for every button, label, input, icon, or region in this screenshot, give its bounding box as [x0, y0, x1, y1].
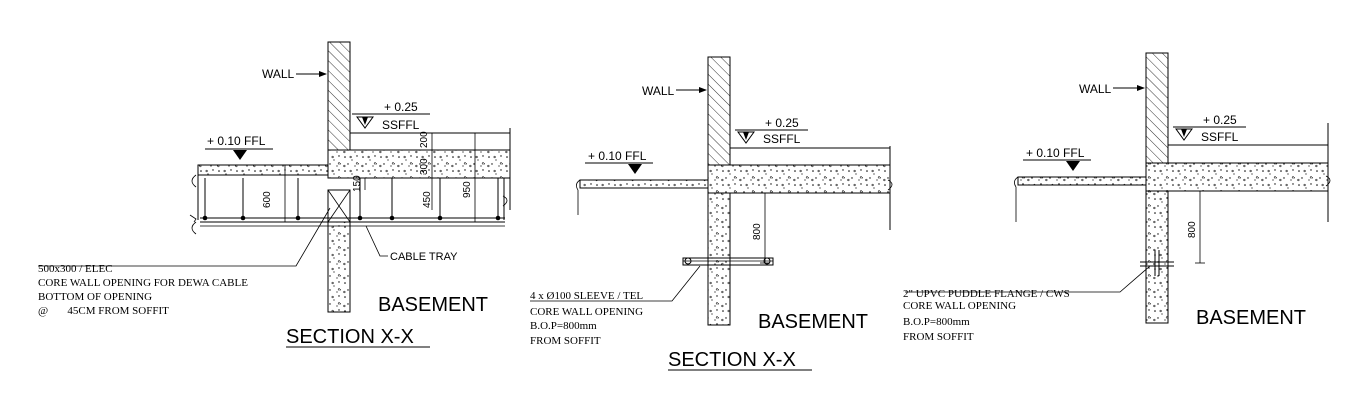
ssffl-level: + 0.25: [1203, 113, 1237, 127]
note-line-4: @ 45CM FROM SOFFIT: [38, 305, 169, 317]
slab-left: [1017, 176, 1147, 186]
dim-300: 300: [419, 158, 430, 175]
note-line-1: 2" UPVC PUDDLE FLANGE / CWS: [903, 288, 1070, 300]
ssffl-level: + 0.25: [384, 100, 418, 114]
basement-label: BASEMENT: [1196, 307, 1306, 329]
dim-600: 600: [262, 191, 273, 208]
ffl-label: + 0.10 FFL: [207, 134, 266, 148]
ssffl-level: + 0.25: [765, 116, 799, 130]
dim-950: 950: [462, 181, 473, 198]
cable-tray-grid: [197, 175, 505, 227]
sleeve: [682, 257, 774, 266]
dim-450: 450: [422, 191, 433, 208]
note-line-4: FROM SOFFIT: [530, 335, 601, 347]
dim-200: 200: [419, 131, 430, 148]
note-line-2: CORE WALL OPENING: [530, 306, 643, 318]
wall-concrete-lower: [1145, 190, 1169, 324]
basement-label: BASEMENT: [758, 311, 868, 333]
wall-label: WALL: [1079, 82, 1112, 96]
section-title: SECTION X-X: [668, 349, 796, 371]
slab-left: [579, 179, 709, 189]
puddle-flange: [1140, 250, 1174, 276]
note-line-3: BOTTOM OF OPENING: [38, 291, 152, 303]
section-title: SECTION X-X: [286, 326, 414, 348]
dim-150: 150: [352, 175, 363, 192]
slab-concrete: [707, 164, 891, 194]
wall-hatched-upper: [327, 41, 351, 151]
section-1: WALL + 0.10 FFL + 0.25 SSFFL 200 300 150…: [38, 41, 511, 348]
note-line-1: 500x300 / ELEC: [38, 263, 113, 275]
ssffl-label: SSFFL: [763, 132, 801, 146]
dim-800: 800: [752, 223, 763, 240]
wall-label: WALL: [642, 84, 675, 98]
wall-hatched-upper: [1145, 52, 1169, 164]
note-line-2: CORE WALL OPENING FOR DEWA CABLE: [38, 277, 248, 289]
section-2: WALL + 0.10 FFL + 0.25 SSFFL 800 4 x Ø10…: [530, 56, 893, 371]
ffl-label: + 0.10 FFL: [588, 149, 647, 163]
dimension-lines: 200 300 150 600 450 950: [262, 131, 476, 222]
note-line-3: B.O.P=800mm: [530, 320, 597, 332]
note-line-2: CORE WALL OPENING: [903, 300, 1016, 312]
ssffl-label: SSFFL: [382, 118, 420, 132]
ffl-label: + 0.10 FFL: [1026, 146, 1085, 160]
ssffl-label: SSFFL: [1201, 130, 1239, 144]
dim-800: 800: [1187, 221, 1198, 238]
basement-label: BASEMENT: [378, 294, 488, 316]
note-line-4: FROM SOFFIT: [903, 331, 974, 343]
wall-hatched-upper: [707, 56, 731, 166]
slab-concrete: [327, 149, 511, 179]
wall-label: WALL: [262, 67, 295, 81]
cable-tray-label: CABLE TRAY: [390, 251, 458, 263]
note-line-3: B.O.P=800mm: [903, 316, 970, 328]
slab-left: [197, 164, 329, 176]
wall-concrete-lower: [707, 192, 731, 326]
note-line-1: 4 x Ø100 SLEEVE / TEL: [530, 290, 643, 302]
section-3: WALL + 0.10 FFL + 0.25 SSFFL 800 2" UPVC…: [903, 52, 1331, 343]
slab-concrete: [1145, 162, 1329, 192]
wall-concrete-lower: [327, 221, 351, 313]
